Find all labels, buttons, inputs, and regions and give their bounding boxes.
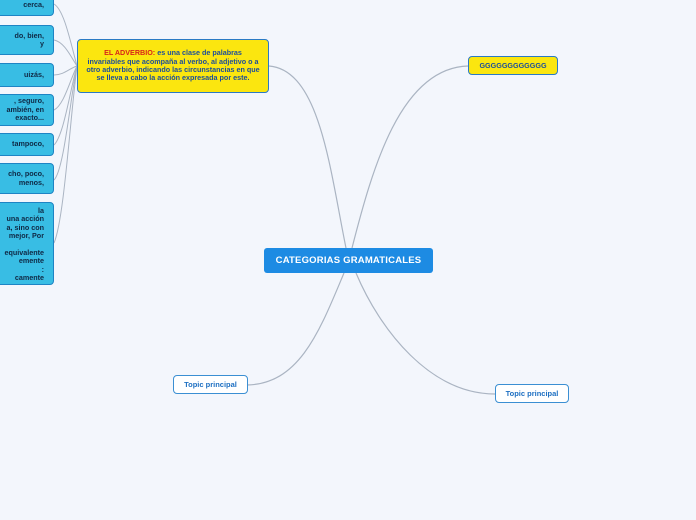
adverb-subtopic-1[interactable]: cerca, xyxy=(0,0,54,16)
adverb-subtopic-5[interactable]: tampoco, xyxy=(0,133,54,156)
adverb-topic-text: EL ADVERBIO: es una clase de palabras in… xyxy=(86,48,260,83)
topic-left-label: Topic principal xyxy=(184,380,237,389)
adverb-subtopic-7[interactable]: la una acción a, sino con mejor, Por equ… xyxy=(0,202,54,285)
link-central-to-gg xyxy=(351,65,469,249)
link-central-to-topic-left xyxy=(246,272,345,386)
link-central-to-topic-right xyxy=(355,272,496,395)
central-topic-label: CATEGORIAS GRAMATICALES xyxy=(275,255,422,266)
adverb-topic[interactable]: EL ADVERBIO: es una clase de palabras in… xyxy=(77,39,269,93)
subtopic-2-text: do, bien, y xyxy=(14,30,44,48)
subtopic-7-text: la una acción a, sino con mejor, Por equ… xyxy=(4,206,44,283)
link-adverb-to-sub-5 xyxy=(53,65,78,146)
topic-right-label: Topic principal xyxy=(505,389,559,398)
subtopic-1-text: cerca, xyxy=(23,0,44,9)
gg-topic-label: GGGGGGGGGGGG xyxy=(479,61,547,70)
adverb-definition: es una clase de palabras invariables que… xyxy=(86,48,260,83)
subtopic-6-text: cho, poco, menos, xyxy=(8,169,44,187)
topic-principal-right[interactable]: Topic principal xyxy=(495,384,569,403)
adverb-subtopic-2[interactable]: do, bien, y xyxy=(0,25,54,55)
central-topic[interactable]: CATEGORIAS GRAMATICALES xyxy=(264,248,433,273)
link-adverb-to-sub-2 xyxy=(53,39,78,67)
link-adverb-to-sub-1 xyxy=(53,3,78,67)
subtopic-5-text: tampoco, xyxy=(12,139,44,149)
link-adverb-to-sub-7 xyxy=(53,65,78,244)
adverb-keyword: EL ADVERBIO: xyxy=(104,48,156,58)
adverb-subtopic-4[interactable]: , seguro, ambién, en exacto... xyxy=(0,94,54,126)
link-adverb-to-sub-6 xyxy=(53,65,78,181)
adverb-subtopic-3[interactable]: uizás, xyxy=(0,63,54,87)
adverb-subtopic-6[interactable]: cho, poco, menos, xyxy=(0,163,54,194)
link-adverb-to-sub-4 xyxy=(53,65,78,111)
topic-principal-left[interactable]: Topic principal xyxy=(173,375,248,394)
link-central-to-adverb xyxy=(268,65,347,249)
subtopic-4-text: , seguro, ambién, en exacto... xyxy=(6,96,44,123)
gg-topic[interactable]: GGGGGGGGGGGG xyxy=(468,56,558,75)
subtopic-3-text: uizás, xyxy=(24,69,44,79)
link-adverb-to-sub-3 xyxy=(53,65,78,76)
